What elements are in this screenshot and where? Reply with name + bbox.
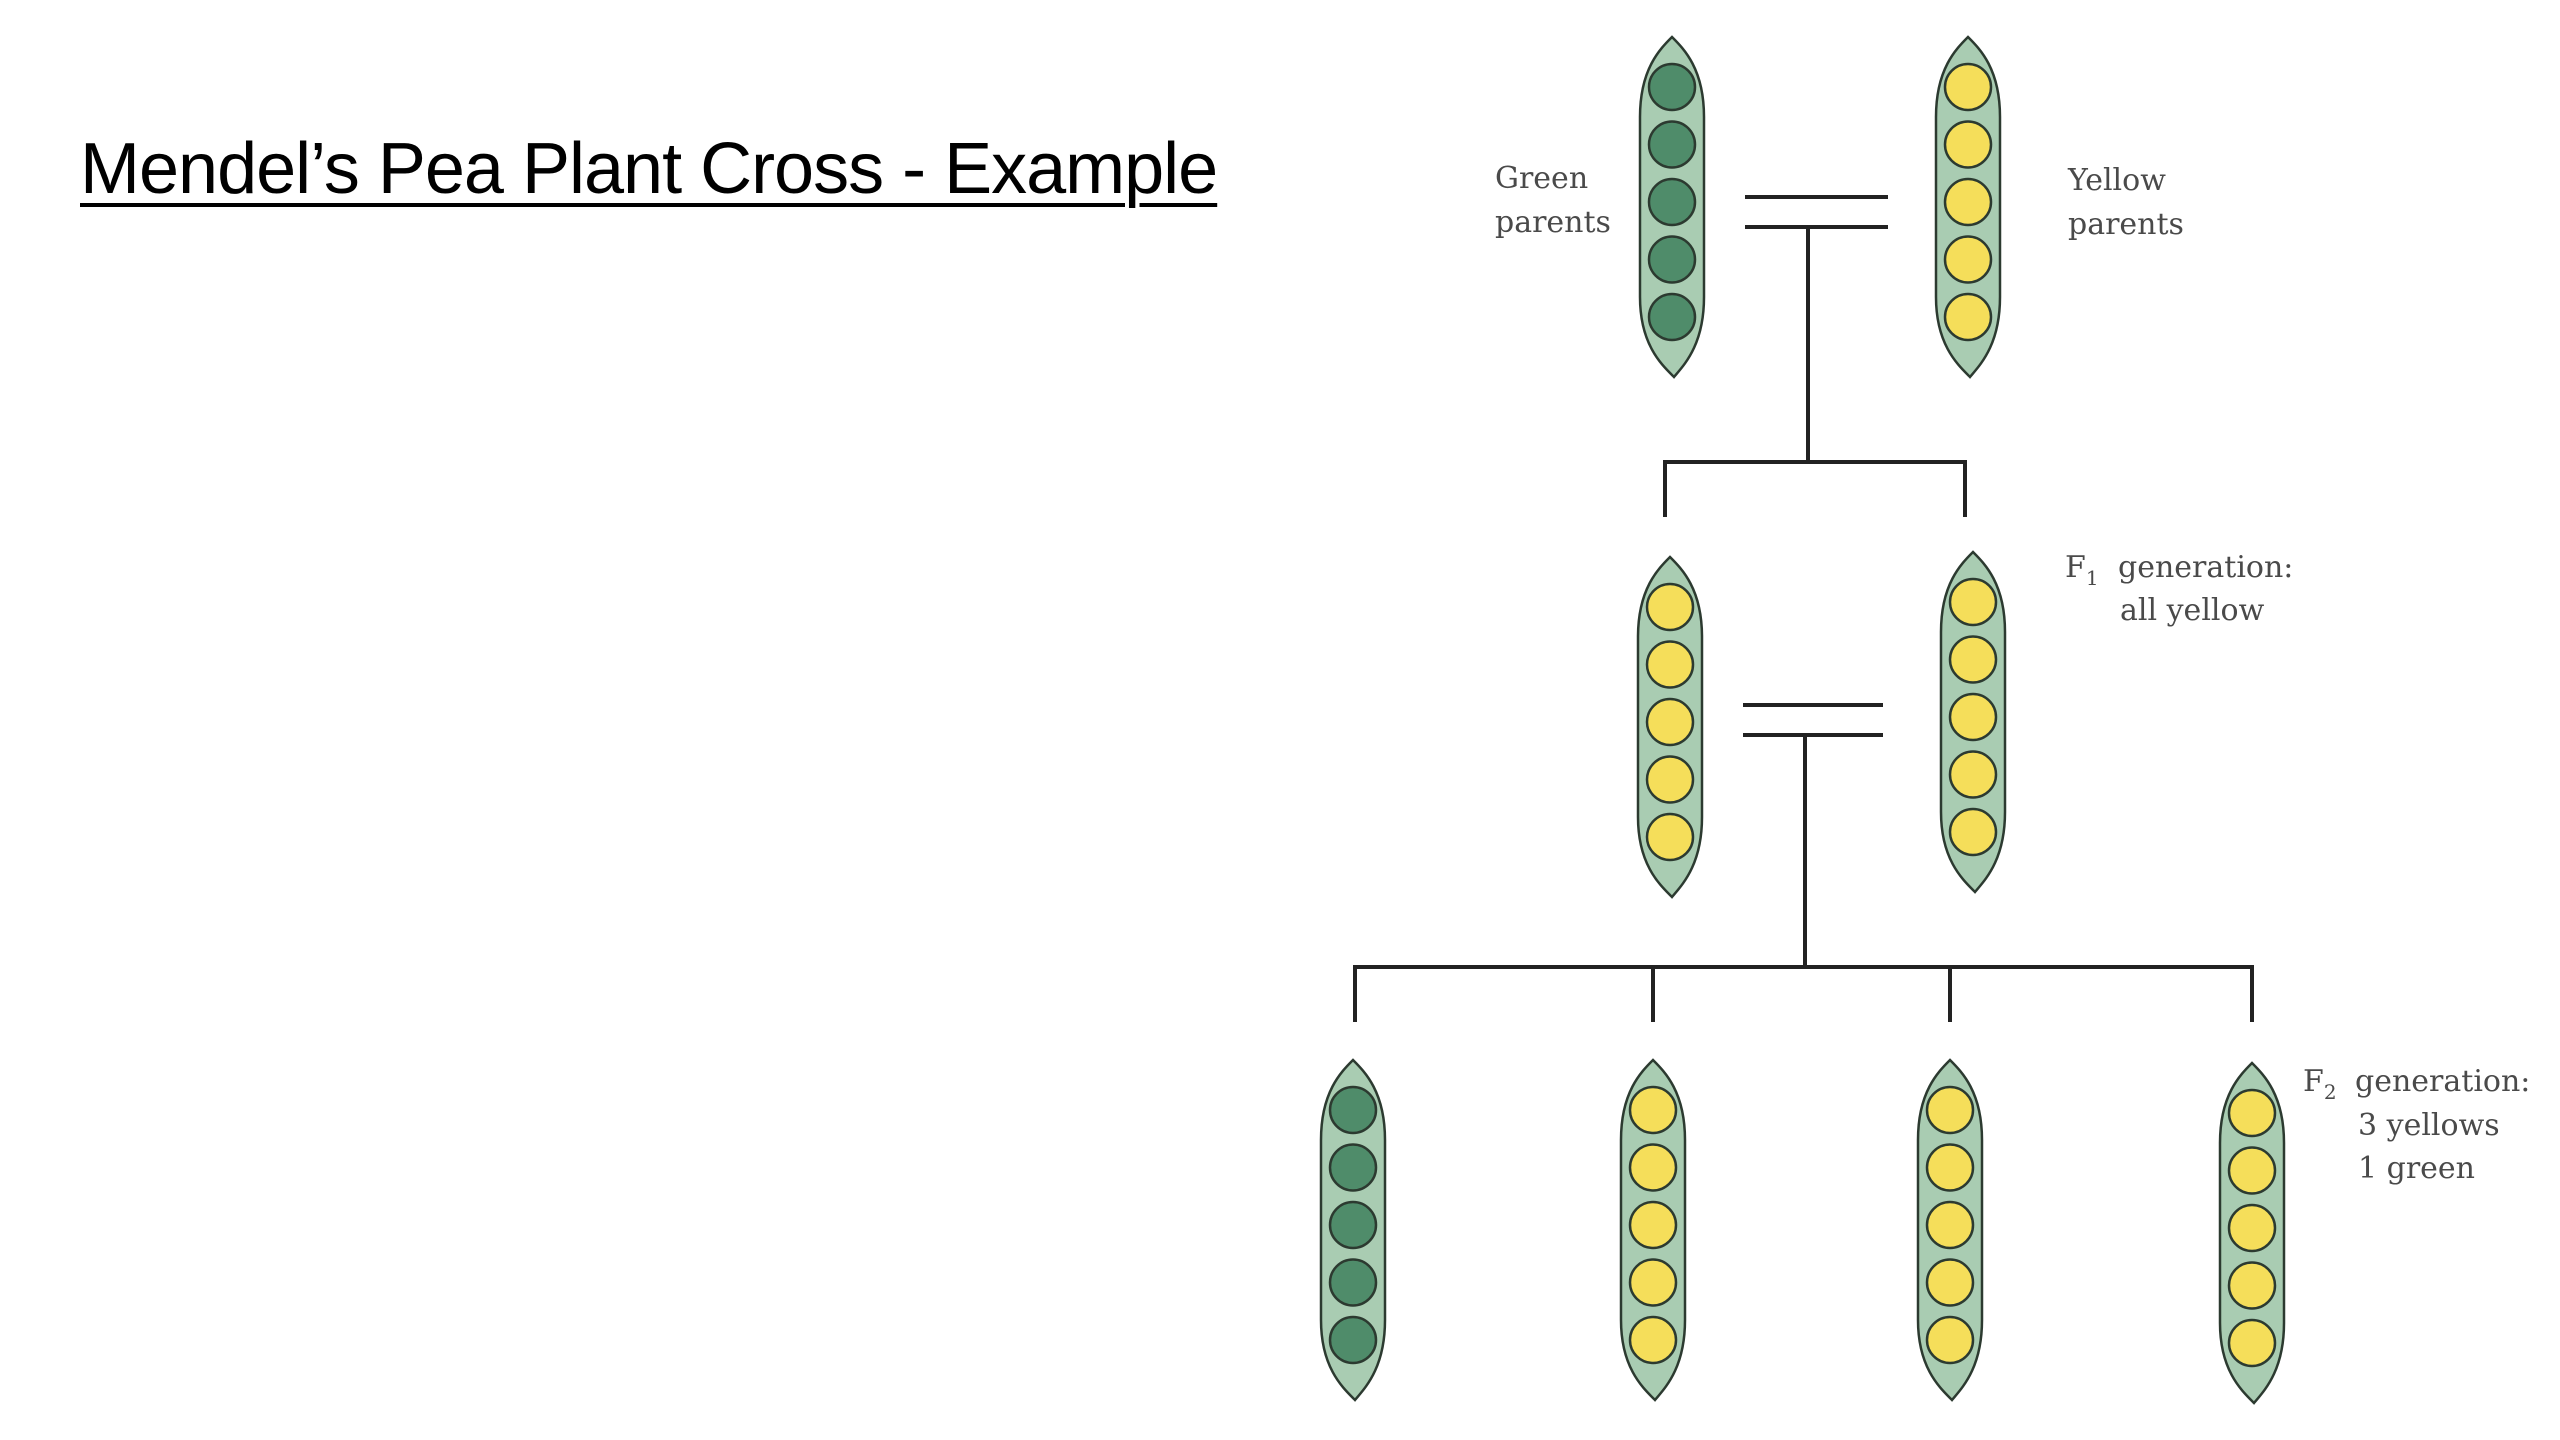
yellow-pea <box>1628 1315 1678 1365</box>
f2-pod-2-yellow <box>1619 1058 1687 1402</box>
f2-branch-bracket <box>1353 965 2254 1022</box>
f1-branch-bracket <box>1663 460 1967 517</box>
parents-pod-1-green <box>1638 35 1706 379</box>
yellow-pea <box>1645 697 1695 747</box>
f2-pod-4-yellow <box>2218 1061 2286 1405</box>
green-pea <box>1328 1085 1378 1135</box>
f2-label-line1: generation: <box>2355 1064 2530 1099</box>
yellow-pea <box>1925 1143 1975 1192</box>
green-pea <box>1328 1315 1378 1365</box>
yellow-pea <box>1925 1085 1975 1135</box>
yellow-pea <box>2227 1088 2277 1138</box>
yellow-pea <box>1925 1200 1975 1250</box>
yellow-pea <box>1645 755 1695 804</box>
slide-title: Mendel’s Pea Plant Cross - Example <box>80 129 1218 209</box>
green-pea <box>1647 292 1697 342</box>
yellow-pea <box>1948 635 1998 684</box>
yellow-pea <box>1628 1200 1678 1250</box>
f2-label-line2: 3 yellows <box>2358 1108 2500 1143</box>
yellow-pea <box>1943 177 1993 227</box>
green-parents-label-line2: parents <box>1495 205 1611 240</box>
yellow-pea <box>1948 692 1998 742</box>
yellow-pea <box>1948 577 1998 627</box>
yellow-pea <box>1628 1085 1678 1135</box>
f1-label-line2: all yellow <box>2120 593 2265 628</box>
yellow-pea <box>1925 1315 1975 1365</box>
f1-pod-1-yellow <box>1636 555 1704 899</box>
parents-pod-2-yellow <box>1934 35 2002 379</box>
yellow-pea <box>1925 1258 1975 1307</box>
yellow-pea <box>1645 812 1695 862</box>
yellow-pea <box>1943 62 1993 112</box>
f2-label-line3: 1 green <box>2358 1151 2475 1186</box>
f1-label-line1: generation: <box>2118 550 2293 585</box>
yellow-pea <box>2227 1146 2277 1195</box>
yellow-pea <box>1645 640 1695 689</box>
green-pea <box>1647 62 1697 112</box>
yellow-pea <box>1645 582 1695 632</box>
f1-symbol: F1 <box>2065 550 2099 590</box>
f2-pod-3-yellow <box>1916 1058 1984 1402</box>
yellow-pea <box>1943 120 1993 169</box>
green-pea <box>1328 1258 1378 1307</box>
yellow-pea <box>1943 235 1993 284</box>
yellow-pea <box>1948 807 1998 857</box>
yellow-pea <box>1948 750 1998 799</box>
f1-pod-2-yellow <box>1939 550 2007 894</box>
yellow-pea <box>1943 292 1993 342</box>
cross-lines <box>1353 195 2254 1022</box>
yellow-pea <box>2227 1203 2277 1253</box>
yellow-pea <box>1628 1258 1678 1307</box>
green-pea <box>1647 235 1697 284</box>
yellow-pea <box>1628 1143 1678 1192</box>
green-pea <box>1647 177 1697 227</box>
green-pea <box>1647 120 1697 169</box>
yellow-pea <box>2227 1261 2277 1310</box>
pea-pods <box>1319 35 2286 1405</box>
yellow-pea <box>2227 1318 2277 1368</box>
yellow-parents-label-line1: Yellow <box>2067 163 2166 198</box>
green-pea <box>1328 1200 1378 1250</box>
green-parents-label-line1: Green <box>1495 161 1588 196</box>
f2-symbol: F2 <box>2303 1064 2337 1104</box>
yellow-parents-label-line2: parents <box>2068 207 2184 242</box>
green-pea <box>1328 1143 1378 1192</box>
f2-pod-1-green <box>1319 1058 1387 1402</box>
